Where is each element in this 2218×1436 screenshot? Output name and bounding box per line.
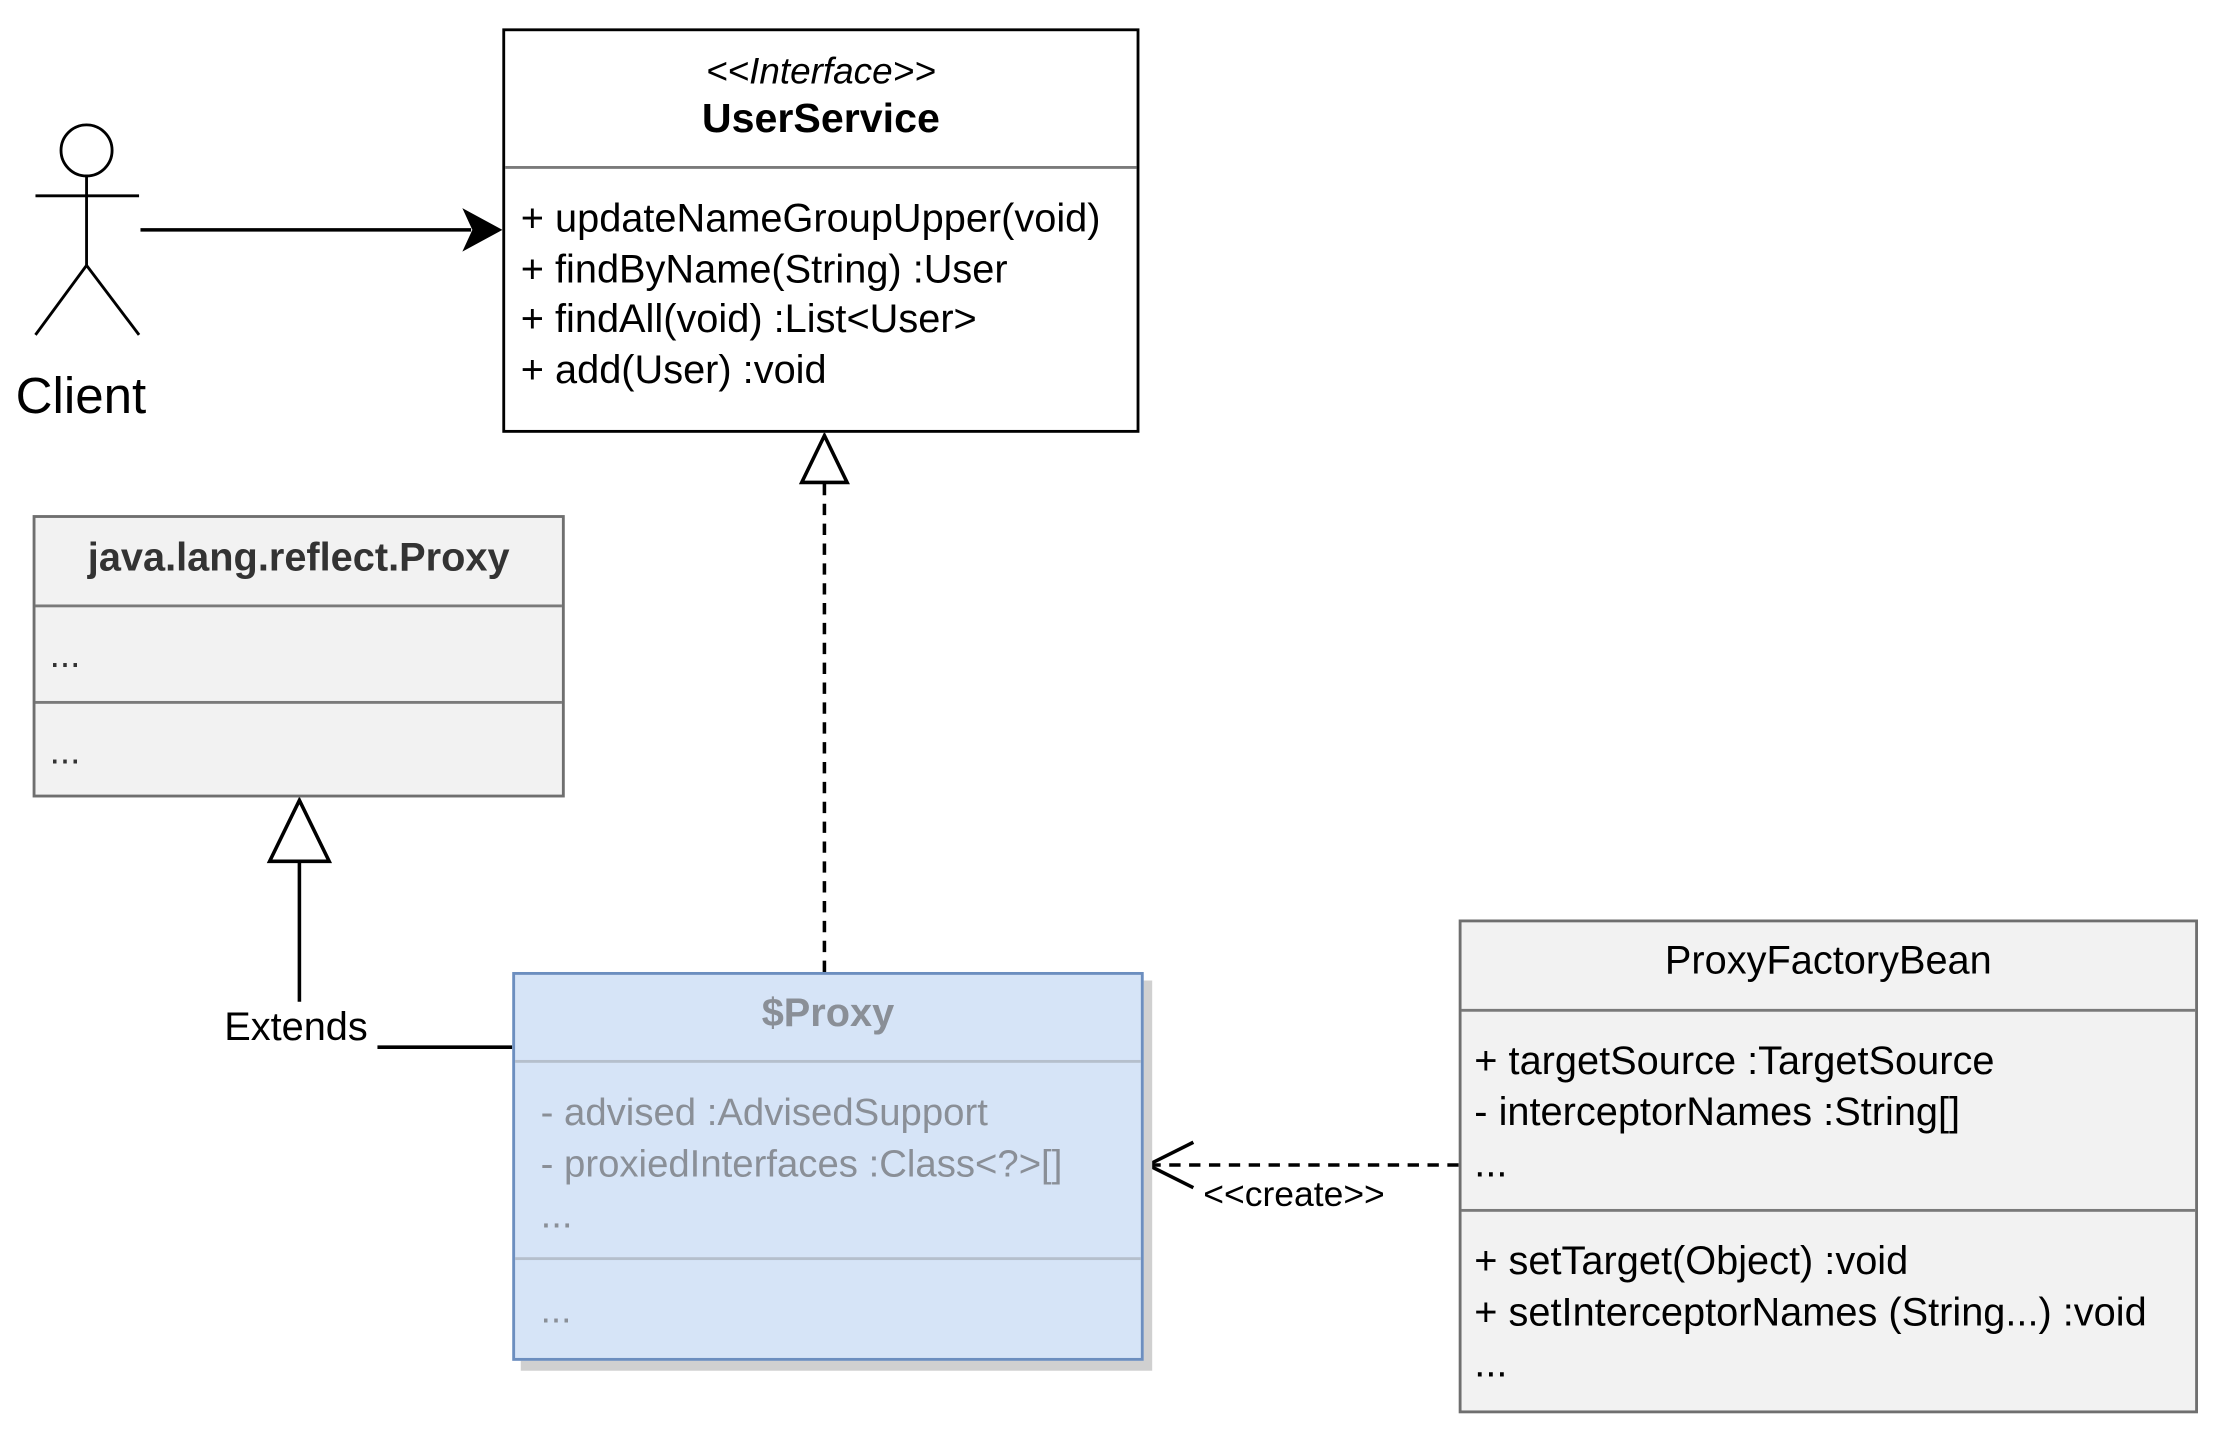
reflect-proxy-class[interactable]: java.lang.reflect.Proxy ... ... [32, 515, 565, 798]
dollar-proxy-methods: ... [540, 1288, 572, 1331]
client-actor-label: Client [15, 366, 147, 425]
association-arrow [140, 208, 503, 252]
extends-label: Extends [224, 1004, 368, 1049]
operation-find-all: + findAll(void) :List<User> [520, 296, 977, 341]
reflect-proxy-attributes: ... [35, 607, 562, 704]
attribute-interceptor-names: - interceptorNames :String[] [1474, 1089, 1961, 1134]
attribute-advised: - advised :AdvisedSupport [540, 1091, 988, 1134]
client-actor-figure [34, 123, 141, 336]
attribute-proxied-interfaces: - proxiedInterfaces :Class<?>[] [540, 1142, 1063, 1185]
interface-stereotype: <<Interface>> [706, 49, 936, 93]
dollar-proxy-class[interactable]: $Proxy - advised :AdvisedSupport - proxi… [512, 971, 1144, 1361]
user-service-interface[interactable]: <<Interface>> UserService + updateNameGr… [502, 28, 1140, 433]
method-ellipsis: ... [1474, 1340, 1508, 1385]
reflect-proxy-name: java.lang.reflect.Proxy [35, 518, 562, 608]
method-set-interceptor-names: + setInterceptorNames (String...) :void [1474, 1289, 2147, 1334]
proxy-factory-bean-name: ProxyFactoryBean [1461, 922, 2196, 1012]
attribute-target-source: + targetSource :TargetSource [1474, 1038, 1995, 1083]
user-service-name: UserService [701, 96, 940, 142]
user-service-header: <<Interface>> UserService [505, 31, 1137, 169]
proxy-factory-bean-class[interactable]: ProxyFactoryBean + targetSource :TargetS… [1458, 919, 2198, 1414]
realization-arrow [798, 431, 850, 972]
generalization-arrow [266, 796, 513, 1049]
create-stereotype-label: <<create>> [1203, 1174, 1385, 1215]
attribute-ellipsis: ... [1474, 1140, 1508, 1185]
method-set-target: + setTarget(Object) :void [1474, 1238, 1909, 1283]
proxy-factory-bean-methods: + setTarget(Object) :void + setIntercept… [1462, 1212, 2196, 1411]
proxy-factory-bean-attributes: + targetSource :TargetSource - intercept… [1461, 1012, 2196, 1212]
dollar-proxy-name: $Proxy [515, 975, 1141, 1063]
reflect-proxy-methods: ... [49, 729, 81, 772]
operation-update-name-group-upper: + updateNameGroupUpper(void) [520, 195, 1101, 240]
operation-add: + add(User) :void [520, 346, 827, 391]
user-service-operations: + updateNameGroupUpper(void) + findByNam… [505, 169, 1136, 395]
attribute-ellipsis: ... [540, 1193, 573, 1236]
dollar-proxy-attributes: - advised :AdvisedSupport - proxiedInter… [515, 1063, 1141, 1261]
operation-find-by-name: + findByName(String) :User [520, 246, 1008, 291]
